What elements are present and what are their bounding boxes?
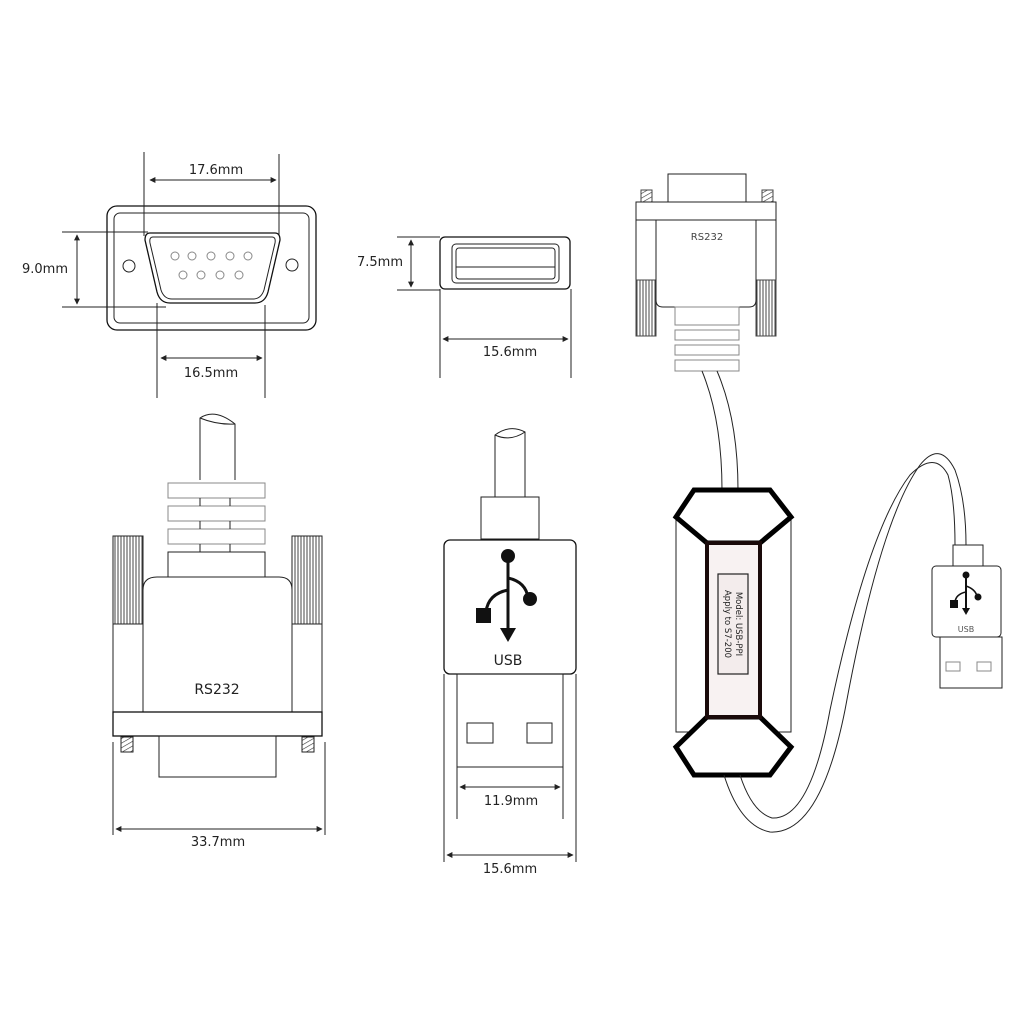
db9-side-label: RS232: [194, 682, 239, 698]
db9-width-bottom-label: 16.5mm: [184, 366, 238, 381]
cable-usb-label: USB: [958, 625, 974, 634]
usb-side-label: USB: [494, 653, 523, 669]
usb-face-view: [397, 236, 572, 378]
usb-inner-width-label: 11.9mm: [484, 794, 538, 809]
db9-width-top-label: 17.6mm: [189, 163, 243, 178]
module-label: Model: USB-PPI Apply to S7-200: [722, 590, 743, 658]
db9-pins: [170, 251, 253, 280]
db9-side-view: [112, 413, 326, 835]
cable-rs232-label: RS232: [691, 232, 723, 243]
db9-side-width-label: 33.7mm: [191, 835, 245, 850]
usb-face-height-label: 7.5mm: [357, 255, 403, 270]
usb-side-view: [443, 428, 577, 862]
usb-face-width-label: 15.6mm: [483, 345, 537, 360]
usb-small-trident-icon: [950, 571, 982, 615]
module-model-text: Model: USB-PPI: [733, 592, 743, 656]
cable-assembly: [635, 173, 1003, 833]
usb-outer-width-label: 15.6mm: [483, 862, 537, 877]
db9-height-label: 9.0mm: [22, 262, 68, 277]
module-apply-text: Apply to S7-200: [722, 590, 732, 658]
usb-trident-icon: [476, 549, 537, 642]
db9-face-view: [62, 152, 317, 398]
